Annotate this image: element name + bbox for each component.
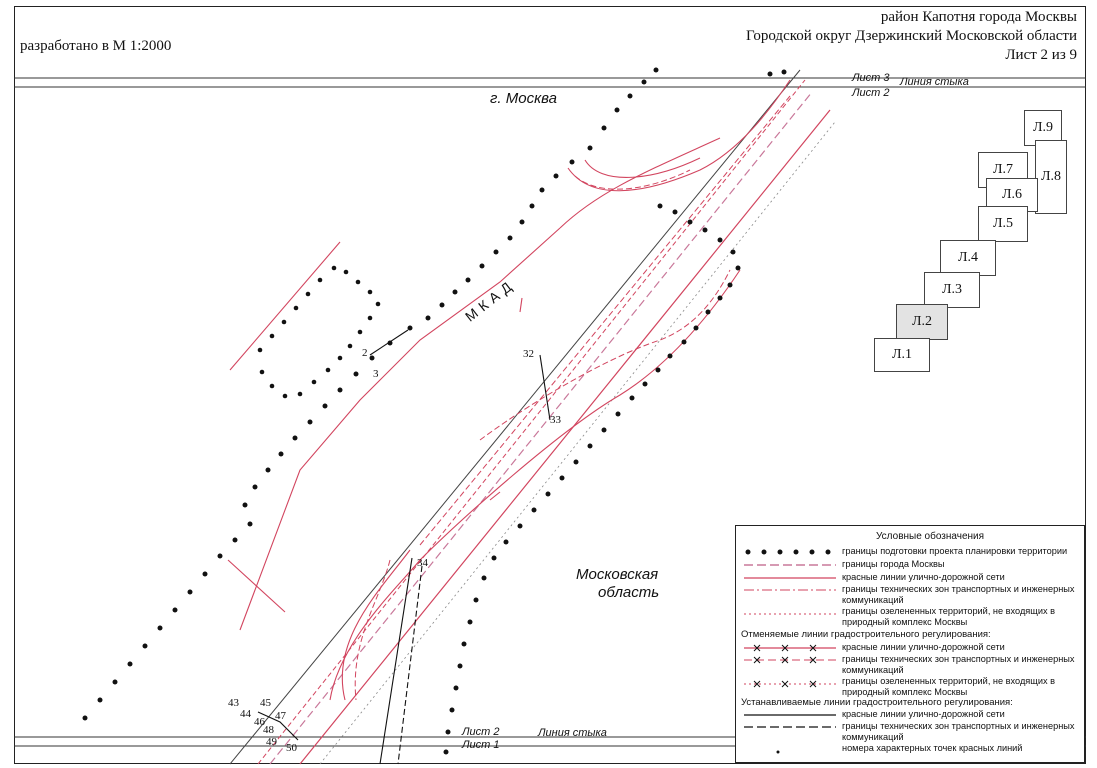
oblast-label-line1: Московская [576,566,659,583]
bottom-sheet-above: Лист 2 [462,726,500,738]
top-junction-label: Линия стыка [900,76,969,88]
legend-symbol-established-tech [744,726,836,728]
point-label: 49 [266,736,277,748]
district-title: район Капотня города Москвы [880,9,1077,25]
legend-item: границы озелененных территорий, не входя… [842,676,1055,697]
sheet-index-cell[interactable]: Л.4 [940,240,996,276]
sheet-index-cell[interactable]: Л.5 [978,206,1028,242]
legend-item: границы технических зон транспортных и и… [842,654,1075,675]
okrug-title: Городской округ Дзержинский Московской о… [746,28,1077,44]
point-label: 32 [523,348,534,360]
legend: Условные обозначения границы подготовки … [735,525,1085,763]
top-sheet-below: Лист 2 [852,87,890,99]
point-label: 45 [260,697,271,709]
legend-item: красные линии улично-дорожной сети [842,642,1005,652]
top-sheet-above: Лист 3 [852,72,890,84]
point-label: 50 [286,742,297,754]
legend-symbol-tech-zone [744,589,836,591]
established-lines [257,329,551,765]
legend-item: границы города Москвы [842,559,945,569]
legend-symbol-green-zone [744,613,836,615]
legend-symbol-point-number [776,750,780,754]
legend-symbol-cancelled-tech [744,656,836,664]
point-label: 43 [228,697,239,709]
point-label: 47 [275,710,286,722]
scale-note: разработано в М 1:2000 [20,38,172,54]
legend-item: красные линии улично-дорожной сети [842,709,1005,719]
red-lines [227,79,791,701]
legend-title: Условные обозначения [876,531,985,542]
legend-item: номера характерных точек красных линий [842,743,1023,753]
point-label: 3 [373,368,379,380]
legend-item: границы озелененных территорий, не входя… [842,606,1055,627]
project-boundary [82,67,787,755]
legend-item: границы подготовки проекта планировки те… [842,546,1068,556]
point-label: 48 [263,724,274,736]
legend-cancelled-title: Отменяемые линии градостроительного регу… [741,629,991,640]
legend-item: границы технических зон транспортных и и… [842,584,1075,605]
sheet-index-cell[interactable]: Л.8 [1035,140,1067,214]
title-block: район Капотня города Москвы Городской ок… [746,8,1077,65]
point-label: 44 [240,708,251,720]
point-label: 2 [362,347,368,359]
moscow-label: г. Москва [490,90,557,107]
legend-item: красные линии улично-дорожной сети [842,572,1005,582]
point-label: 46 [254,716,265,728]
sheet-index-cell[interactable]: Л.1 [874,338,930,372]
point-label: 33 [550,414,561,426]
legend-symbol-established-red [744,714,836,716]
sheet-number: Лист 2 из 9 [1005,47,1077,63]
cancelled-lines [354,95,791,701]
legend-symbol-cancelled-green [744,680,836,688]
legend-symbol-moscow-border [744,564,836,566]
legend-symbol-red-line [744,577,836,579]
bottom-junction-label: Линия стыка [538,727,607,739]
legend-symbol-cancelled-red [744,644,836,652]
oblast-label-line2: область [598,584,660,601]
sheet-index-cell-current[interactable]: Л.2 [896,304,948,340]
sheet-index-cell[interactable]: Л.3 [924,272,980,308]
legend-symbol-boundary [745,549,831,555]
legend-item: границы технических зон транспортных и и… [842,721,1075,742]
point-label: 34 [417,557,428,569]
sheet-frame [14,6,1086,764]
legend-established-title: Устанавливаемые линии градостроительного… [741,697,1013,708]
bottom-sheet-below: Лист 1 [462,739,500,751]
